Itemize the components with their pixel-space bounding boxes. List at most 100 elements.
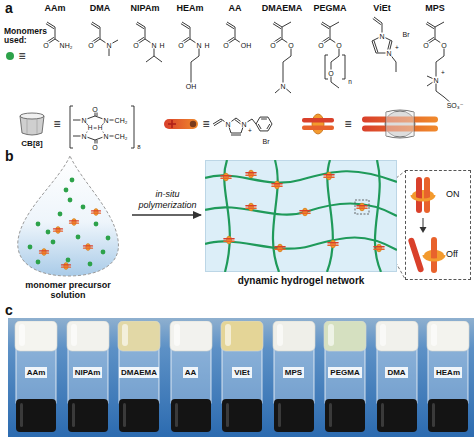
- bond-line: [331, 82, 339, 88]
- drawing-part: [54, 228, 63, 229]
- drawing-part: [274, 347, 314, 403]
- bond-line: [136, 24, 144, 29]
- drawing-part: [88, 262, 93, 267]
- atom-label: O: [177, 42, 184, 49]
- drawing-part: [272, 186, 282, 187]
- drawing-part: [224, 160, 230, 272]
- bond-line: [260, 117, 268, 118]
- drawing-part: [432, 403, 435, 427]
- bond-line: [231, 135, 241, 136]
- atom-label: OH: [240, 42, 253, 49]
- node-caption: dynamic hydrogel network: [205, 275, 397, 287]
- atom-label: O: [87, 42, 94, 49]
- drawing-part: [27, 119, 28, 134]
- vial-label: ViEt: [232, 367, 251, 378]
- bond-line: [235, 27, 236, 39]
- bond-line: [268, 117, 272, 124]
- drawing-part: [122, 324, 128, 346]
- vial-label-holder: AAm: [14, 361, 58, 379]
- atom-label: Br: [402, 31, 411, 38]
- bond-line: [427, 22, 435, 27]
- bond-line: [345, 55, 346, 79]
- vial-label: PEGMA: [328, 367, 361, 378]
- vial-label: DMA: [385, 367, 407, 378]
- drawing-part: [375, 160, 381, 272]
- drawing-part: [106, 236, 111, 241]
- atom-label: N: [385, 50, 392, 57]
- drawing-part: [275, 246, 285, 247]
- bond-line: [436, 56, 444, 62]
- monomer-name: MPS: [424, 4, 446, 13]
- equiv-sign: ≡: [17, 50, 26, 62]
- drawing-part: [6, 52, 14, 60]
- drawing-part: [427, 321, 469, 351]
- drawing-part: [68, 347, 108, 403]
- hydrogel-vial: AA: [169, 321, 213, 433]
- vial-label: AA: [183, 367, 199, 378]
- drawing-part: [272, 183, 282, 184]
- bond-line: [330, 22, 339, 27]
- drawing-part: [222, 347, 262, 403]
- atom-label: N: [224, 121, 231, 128]
- atom-label: O: [222, 42, 229, 49]
- bond-line: [46, 24, 54, 29]
- drawing-part: [386, 110, 414, 138]
- hydrogel-vial: DMA: [375, 321, 419, 433]
- bond-line: [137, 22, 145, 27]
- drawing-part: [225, 324, 231, 346]
- drawing-part: [205, 160, 397, 272]
- drawing-part: [412, 195, 434, 200]
- drawing-part: [328, 242, 338, 243]
- drawing-part: [326, 172, 331, 180]
- drawing-part: [312, 114, 324, 134]
- drawing-part: [246, 208, 256, 209]
- drawing-part: [359, 203, 364, 211]
- bond-line: [47, 22, 55, 27]
- drawing-part: [68, 399, 108, 432]
- vial-label-holder: ViEt: [220, 361, 264, 379]
- bond-line: [213, 119, 221, 124]
- bond-line: [325, 79, 328, 80]
- state-label: Off: [446, 249, 458, 259]
- vial-label-holder: DMA: [375, 361, 419, 379]
- drawing-part: [431, 324, 437, 346]
- bond-line: [373, 19, 381, 25]
- vial-label-holder: PEGMA: [323, 361, 367, 379]
- atom-label: N: [102, 117, 109, 124]
- atom-label: N: [195, 42, 202, 49]
- drawing-part: [70, 220, 79, 221]
- drawing-part: [19, 324, 25, 346]
- bond-line: [134, 106, 135, 148]
- bond-line: [374, 40, 378, 52]
- node-caption: monomer precursor solution: [8, 280, 128, 301]
- drawing-part: [380, 324, 386, 346]
- drawing-part: [46, 230, 51, 235]
- atom-label: O: [440, 42, 447, 49]
- atom-label: CH₂: [114, 133, 129, 140]
- drawing-part: [277, 324, 283, 346]
- bond-line: [268, 124, 272, 131]
- precursor-drop: monomer precursor solution: [8, 152, 128, 303]
- atom-label: O: [422, 42, 429, 49]
- bond-line: [321, 24, 329, 29]
- drawing-part: [302, 126, 334, 131]
- drawing-part: [20, 113, 44, 119]
- bond-line: [146, 56, 154, 62]
- vial-label: DMAEMA: [119, 367, 159, 378]
- monomer-name: DMA: [89, 4, 112, 13]
- drawing-part: [175, 403, 178, 427]
- bond-line: [435, 27, 436, 39]
- drawing-part: [16, 399, 56, 432]
- drawing-part: [171, 347, 211, 403]
- bond-line: [325, 55, 328, 56]
- hydrogel-vial: MPS: [272, 321, 316, 433]
- drawing-part: [118, 321, 160, 351]
- drawing-part: [274, 181, 279, 189]
- drawing-part: [408, 237, 425, 273]
- drawing-part: [84, 248, 93, 249]
- drawing-part: [357, 205, 367, 206]
- drawing-part: [428, 399, 468, 432]
- drawing-part: [36, 260, 41, 265]
- vial-label: HEAm: [434, 367, 462, 378]
- bond-line: [273, 24, 281, 29]
